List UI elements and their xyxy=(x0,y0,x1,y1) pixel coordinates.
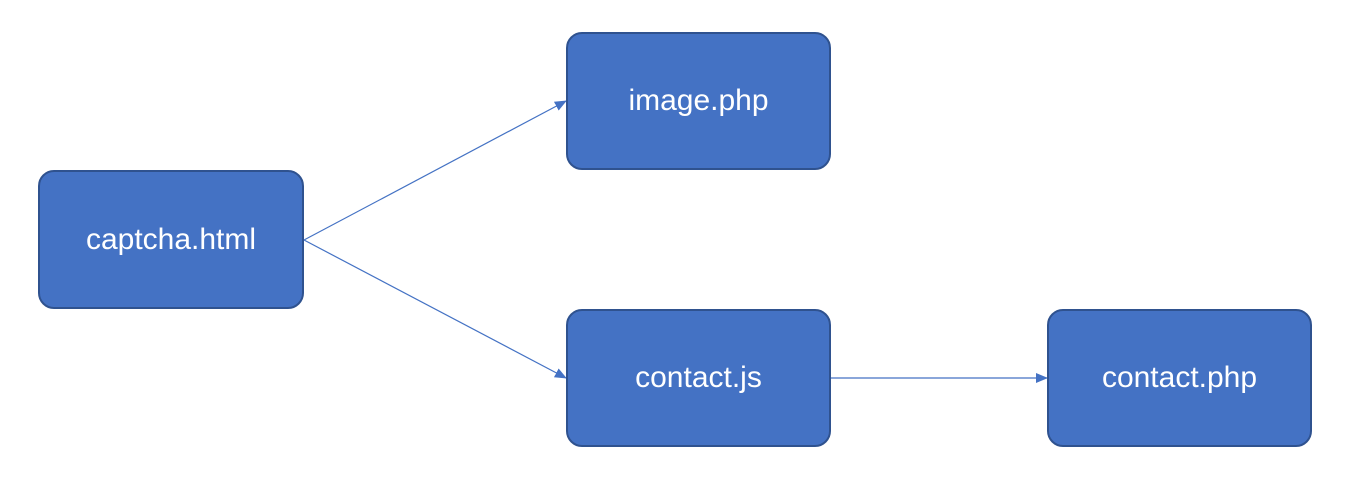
edge-captcha-to-image xyxy=(303,100,567,241)
node-captcha-html[interactable]: captcha.html xyxy=(38,170,304,309)
node-label: contact.js xyxy=(635,361,762,394)
node-contact-php[interactable]: contact.php xyxy=(1047,309,1312,447)
node-label: image.php xyxy=(628,84,769,117)
node-label: contact.php xyxy=(1101,361,1258,394)
node-image-php[interactable]: image.php xyxy=(566,32,831,170)
edge-captcha-to-contact-js xyxy=(303,239,567,379)
node-label: captcha.html xyxy=(85,222,257,256)
node-contact-js[interactable]: contact.js xyxy=(566,309,831,447)
